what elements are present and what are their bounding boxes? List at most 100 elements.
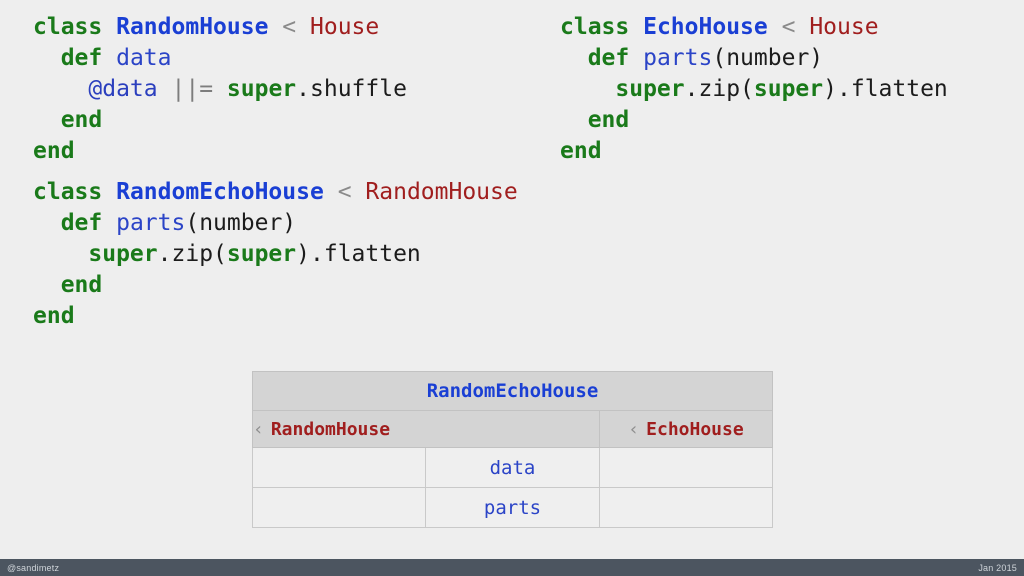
code-token: flatten (850, 76, 948, 102)
code-token (352, 179, 366, 205)
code-token: def (60, 45, 103, 71)
code-token (296, 14, 310, 40)
code-line: class RandomHouse < House (33, 12, 407, 43)
code-line: end (560, 105, 948, 136)
code-token: < (282, 14, 297, 40)
superclass-label-right: EchoHouse (646, 418, 744, 440)
cell-left-parts (252, 487, 426, 528)
code-token: ). (823, 76, 851, 102)
code-line: end (33, 136, 407, 167)
code-token (33, 272, 61, 298)
code-line: super.zip(super).flatten (560, 74, 948, 105)
code-token: ||= (171, 76, 214, 102)
code-token: EchoHouse (643, 14, 768, 40)
code-token: end (587, 107, 630, 133)
code-token: shuffle (310, 76, 407, 102)
code-line: def parts(number) (33, 208, 518, 239)
code-line: def data (33, 43, 407, 74)
code-token (629, 45, 643, 71)
table-superclass-row: ‹ RandomHouse ‹ EchoHouse (252, 410, 773, 448)
code-token: class (33, 179, 103, 205)
code-token: @data (88, 76, 158, 102)
code-token: RandomEchoHouse (116, 179, 324, 205)
code-token (795, 14, 809, 40)
code-token: def (587, 45, 630, 71)
code-token: (number) (712, 45, 824, 71)
code-token: end (560, 138, 602, 164)
method-lookup-table: RandomEchoHouse ‹RandomHouse ‹EchoHouse … (252, 371, 773, 528)
code-token: super (226, 76, 297, 102)
code-token (629, 14, 643, 40)
table-title-cell: RandomEchoHouse (252, 371, 773, 411)
code-token: RandomHouse (116, 14, 269, 40)
code-token: super (753, 76, 824, 102)
code-token: super (226, 241, 297, 267)
code-token (560, 76, 615, 102)
code-token: flatten (323, 241, 421, 267)
superclass-cell-random-house: ‹ RandomHouse (252, 410, 600, 448)
code-token: ). (296, 241, 324, 267)
code-token (102, 210, 116, 236)
code-token: class (560, 14, 630, 40)
code-token (768, 14, 782, 40)
code-token: class (33, 14, 103, 40)
code-token: data (116, 45, 172, 71)
code-token: end (60, 107, 103, 133)
code-token: def (60, 210, 103, 236)
code-token (33, 241, 88, 267)
code-token (102, 14, 116, 40)
code-line: end (33, 270, 518, 301)
code-block-echo-house: class EchoHouse < House def parts(number… (560, 12, 948, 167)
cell-right-data (599, 447, 773, 488)
cell-right-parts (599, 487, 773, 528)
code-token (158, 76, 172, 102)
code-line: def parts(number) (560, 43, 948, 74)
cell-middle-data: data (425, 447, 600, 488)
code-token (33, 210, 61, 236)
inherit-arrow-icon: ‹ (253, 418, 264, 440)
code-token (213, 76, 227, 102)
code-token: House (310, 14, 380, 40)
table-row: parts (252, 487, 773, 528)
code-token (102, 45, 116, 71)
code-token: . (296, 76, 311, 102)
code-token: parts (643, 45, 713, 71)
code-token: parts (116, 210, 186, 236)
cell-left-data (252, 447, 426, 488)
code-token: < (781, 14, 796, 40)
code-token: end (33, 303, 75, 329)
code-token (268, 14, 282, 40)
code-token: end (60, 272, 103, 298)
footer-date: Jan 2015 (978, 562, 1017, 573)
inherit-arrow-icon: ‹ (628, 418, 640, 440)
table-title-row: RandomEchoHouse (252, 371, 773, 411)
code-token (560, 45, 588, 71)
code-token (33, 107, 61, 133)
code-line: @data ||= super.shuffle (33, 74, 407, 105)
superclass-label-left: RandomHouse (270, 418, 391, 440)
table-row: data (252, 447, 773, 488)
code-token (102, 179, 116, 205)
code-token (33, 45, 61, 71)
code-block-random-echo-house: class RandomEchoHouse < RandomHouse def … (33, 177, 518, 332)
code-block-random-house: class RandomHouse < House def data @data… (33, 12, 407, 167)
code-token: . (157, 241, 172, 267)
code-line: end (33, 301, 518, 332)
code-token (560, 107, 588, 133)
code-token: super (88, 241, 158, 267)
superclass-cell-echo-house: ‹ EchoHouse (599, 410, 773, 448)
code-token: < (337, 179, 352, 205)
cell-middle-parts: parts (425, 487, 600, 528)
code-line: super.zip(super).flatten (33, 239, 518, 270)
code-token: (number) (185, 210, 297, 236)
code-line: class EchoHouse < House (560, 12, 948, 43)
code-line: end (560, 136, 948, 167)
code-token: super (615, 76, 685, 102)
footer-bar: @sandimetz Jan 2015 (0, 559, 1024, 576)
code-token: . (684, 76, 699, 102)
code-token: end (33, 138, 75, 164)
code-token (324, 179, 338, 205)
code-token: zip( (171, 241, 227, 267)
code-line: end (33, 105, 407, 136)
